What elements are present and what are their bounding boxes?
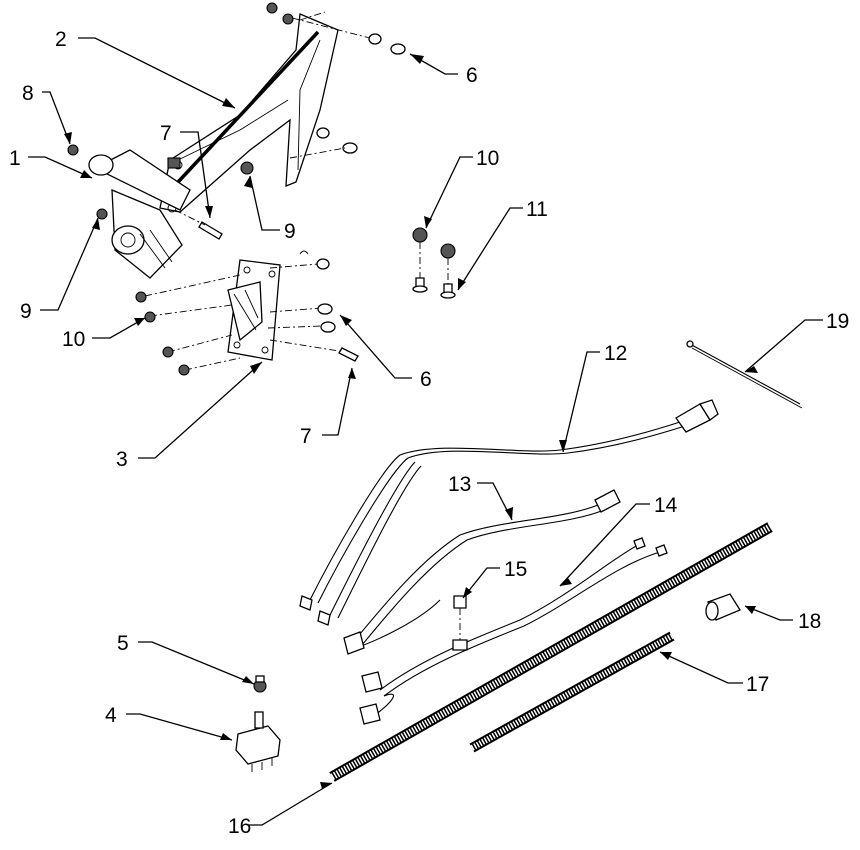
harness-part-13 xyxy=(299,399,719,626)
callout-9-lower: 9 xyxy=(20,300,32,323)
callout-8: 16 xyxy=(228,815,251,838)
harness-part-15 xyxy=(359,537,668,725)
top-hardware xyxy=(266,2,406,159)
callout-13: 12 xyxy=(604,342,627,365)
harness-part-14 xyxy=(343,489,621,655)
callout-16: 15 xyxy=(504,558,527,581)
leader-arrowheads xyxy=(64,54,758,789)
cable-tie-part-19 xyxy=(686,340,803,409)
clip-part-18 xyxy=(705,593,741,621)
callout-6-upper: 6 xyxy=(466,64,478,87)
callout-11: 10 xyxy=(476,147,499,170)
callout-7-lower: 7 xyxy=(300,425,312,448)
callout-1: 1 xyxy=(9,147,21,170)
callout-10-lower: 10 xyxy=(62,328,85,351)
actuator-motor-part-1 xyxy=(88,149,191,279)
corrugated-loom-part-17 xyxy=(469,631,675,753)
mount-plate-part-3 xyxy=(227,259,281,361)
callout-2: 2 xyxy=(55,28,67,51)
connector-part-16 xyxy=(452,595,468,651)
switch-part-4 xyxy=(235,711,281,772)
callout-3: 3 xyxy=(116,448,128,471)
upper-bracket-part-2 xyxy=(159,13,339,213)
callout-18: 18 xyxy=(798,610,821,633)
callout-4: 4 xyxy=(105,704,117,727)
callout-labels: 2 1 8 7 9 9 10 6 6 7 3 10 11 19 12 13 14… xyxy=(9,28,849,838)
callout-5: 5 xyxy=(117,632,129,655)
callout-17: 17 xyxy=(746,673,769,696)
callout-9-upper: 8 xyxy=(22,82,34,105)
callout-14: 13 xyxy=(448,473,471,496)
knob-part-5 xyxy=(253,675,267,693)
callout-6-lower: 6 xyxy=(420,368,432,391)
plate-hardware xyxy=(67,144,359,376)
bolts-and-nuts-11-12 xyxy=(412,227,456,299)
callout-19: 19 xyxy=(826,310,849,333)
leader-lines xyxy=(28,37,823,826)
callout-7-upper: 7 xyxy=(160,122,172,145)
callout-15: 14 xyxy=(654,494,678,517)
callout-10-upper: 9 xyxy=(284,220,296,243)
pin-part-7-upper xyxy=(174,209,223,240)
callout-12: 11 xyxy=(526,198,548,221)
corrugated-loom-part-8 xyxy=(329,522,773,782)
